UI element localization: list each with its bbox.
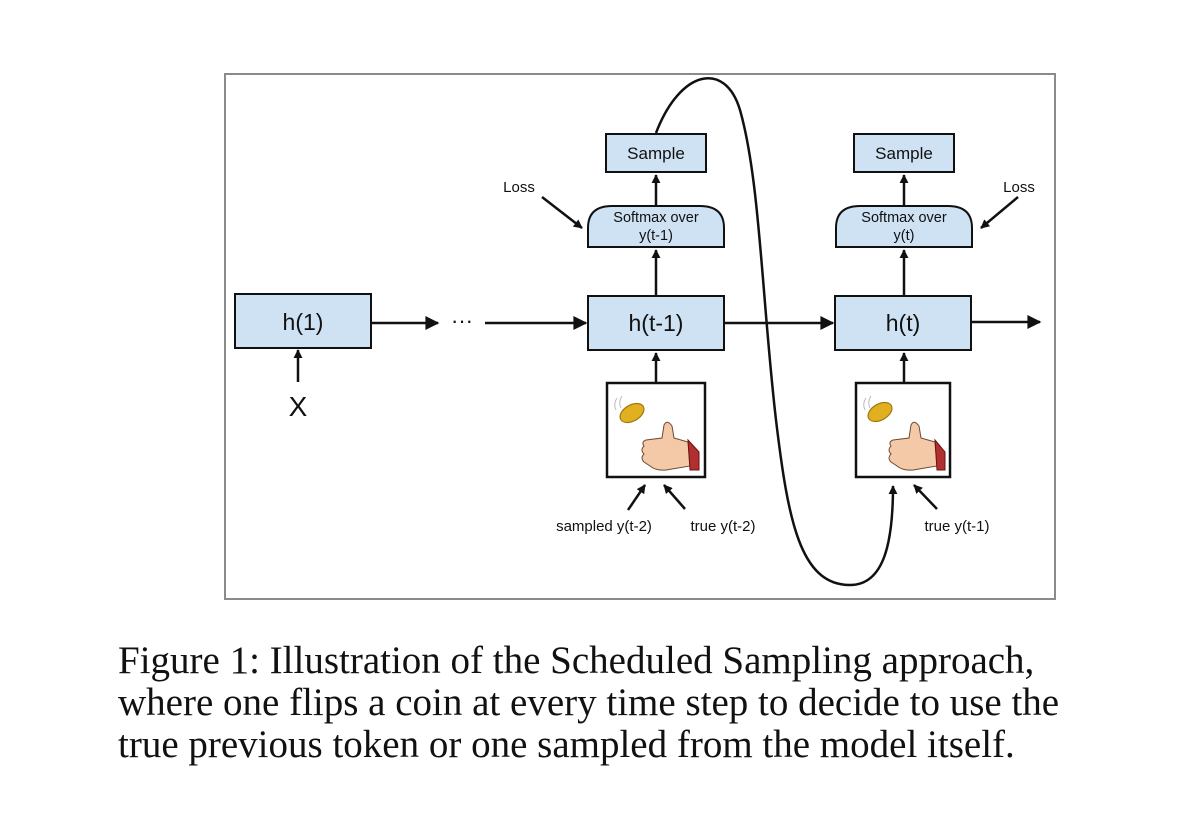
loss-right-arrow bbox=[980, 196, 1019, 229]
true-prev-left-label: true y(t-2) bbox=[690, 518, 755, 535]
softmax-right-line2: y(t) bbox=[894, 228, 915, 244]
loss-left-arrow bbox=[541, 196, 583, 229]
softmax-left-line2: y(t-1) bbox=[639, 228, 673, 244]
h-t-label: h(t) bbox=[886, 310, 921, 336]
true-prev-right-label: true y(t-1) bbox=[924, 518, 989, 535]
sample-right-label: Sample bbox=[875, 144, 933, 163]
figure-caption: Figure 1: Illustration of the Scheduled … bbox=[118, 640, 1178, 766]
coin-flip-icon bbox=[863, 395, 946, 471]
softmax-right: Softmax over y(t) bbox=[835, 205, 973, 248]
true-prev-left-arrow bbox=[663, 484, 686, 510]
caption-line-2: where one flips a coin at every time ste… bbox=[118, 681, 1060, 724]
loss-right-label: Loss bbox=[1003, 179, 1035, 196]
softmax-right-line1: Softmax over bbox=[861, 210, 947, 226]
h1-label: h(1) bbox=[283, 309, 324, 335]
softmax-left: Softmax over y(t-1) bbox=[587, 205, 725, 248]
sample-left: Sample bbox=[605, 133, 707, 173]
loss-left-label: Loss bbox=[503, 179, 535, 196]
hidden-state-h1: h(1) bbox=[234, 293, 372, 349]
coin-flip-box-left bbox=[605, 381, 707, 479]
h-t-minus-1-label: h(t-1) bbox=[629, 310, 684, 336]
true-prev-right-arrow bbox=[913, 484, 938, 510]
caption-line-1: Figure 1: Illustration of the Scheduled … bbox=[118, 639, 1035, 682]
hidden-state-h-t: h(t) bbox=[834, 295, 972, 351]
sampled-prev-label: sampled y(t-2) bbox=[556, 518, 652, 535]
coin-flip-icon bbox=[614, 395, 700, 471]
sample-feedback-curve bbox=[654, 77, 898, 587]
caption-line-3: true previous token or one sampled from … bbox=[118, 723, 1015, 766]
sampled-prev-arrow bbox=[626, 484, 647, 511]
sample-left-label: Sample bbox=[627, 144, 685, 163]
coin-flip-box-right bbox=[854, 381, 952, 479]
ellipsis-label: ··· bbox=[451, 308, 473, 333]
input-x-label: X bbox=[289, 391, 308, 422]
sample-right: Sample bbox=[853, 133, 955, 173]
softmax-left-line1: Softmax over bbox=[613, 210, 699, 226]
hidden-state-h-t-minus-1: h(t-1) bbox=[587, 295, 725, 351]
